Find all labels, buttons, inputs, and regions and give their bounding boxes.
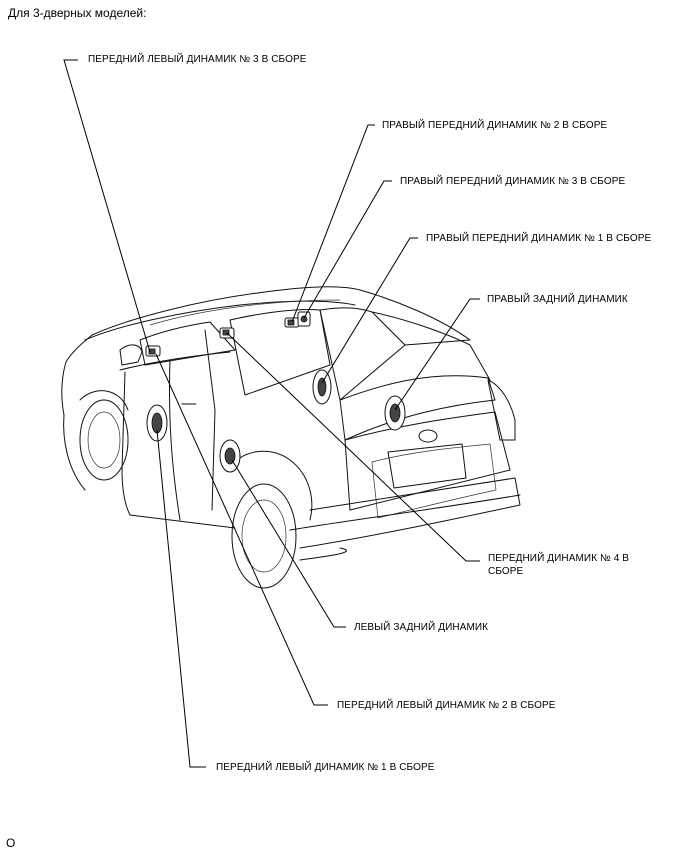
label-left-rear-speaker: ЛЕВЫЙ ЗАДНИЙ ДИНАМИК [354,622,489,633]
label-front-speaker-4-line2: СБОРЕ [488,566,524,577]
label-front-left-speaker-2: ПЕРЕДНИЙ ЛЕВЫЙ ДИНАМИК № 2 В СБОРЕ [337,700,556,711]
label-right-front-speaker-2: ПРАВЫЙ ПЕРЕДНИЙ ДИНАМИК № 2 В СБОРЕ [382,120,608,131]
vehicle-outline [61,286,521,589]
figure-code: О [6,836,16,850]
leader-right-rear [394,298,480,411]
label-front-speaker-4-line1: ПЕРЕДНИЙ ДИНАМИК № 4 В [488,553,630,564]
speaker-right-front-1 [312,369,332,405]
label-right-front-speaker-1: ПРАВЫЙ ПЕРЕДНИЙ ДИНАМИК № 1 В СБОРЕ [426,233,652,244]
leader-left-rear [231,459,346,628]
label-right-rear-speaker: ПРАВЫЙ ЗАДНИЙ ДИНАМИК [487,294,628,305]
speaker-front-left-3 [145,345,161,357]
speaker-front-left-1 [146,404,168,442]
label-front-left-speaker-1: ПЕРЕДНИЙ ЛЕВЫЙ ДИНАМИК № 1 В СБОРЕ [216,762,435,773]
leader-right-front-1 [321,237,418,384]
leader-front-left-1 [156,429,206,768]
label-front-speaker-4: ПЕРЕДНИЙ ДИНАМИК № 4 В СБОРЕ [488,552,629,578]
leader-front-left-2 [155,353,328,706]
speaker-right-front-3 [297,311,311,327]
label-right-front-speaker-3: ПРАВЫЙ ПЕРЕДНИЙ ДИНАМИК № 3 В СБОРЕ [400,176,626,187]
leader-front-4 [226,332,480,562]
speaker-left-rear [219,439,241,473]
leader-lines [63,59,480,768]
page-heading: Для 3-дверных моделей: [8,6,147,20]
leader-right-front-3 [303,180,392,319]
leader-front-left-3 [63,59,151,353]
speaker-right-rear [384,395,406,431]
label-front-left-speaker-3: ПЕРЕДНИЙ ЛЕВЫЙ ДИНАМИК № 3 В СБОРЕ [88,54,307,65]
leader-right-front-2 [291,124,375,323]
speaker-right-front-2 [284,317,300,328]
